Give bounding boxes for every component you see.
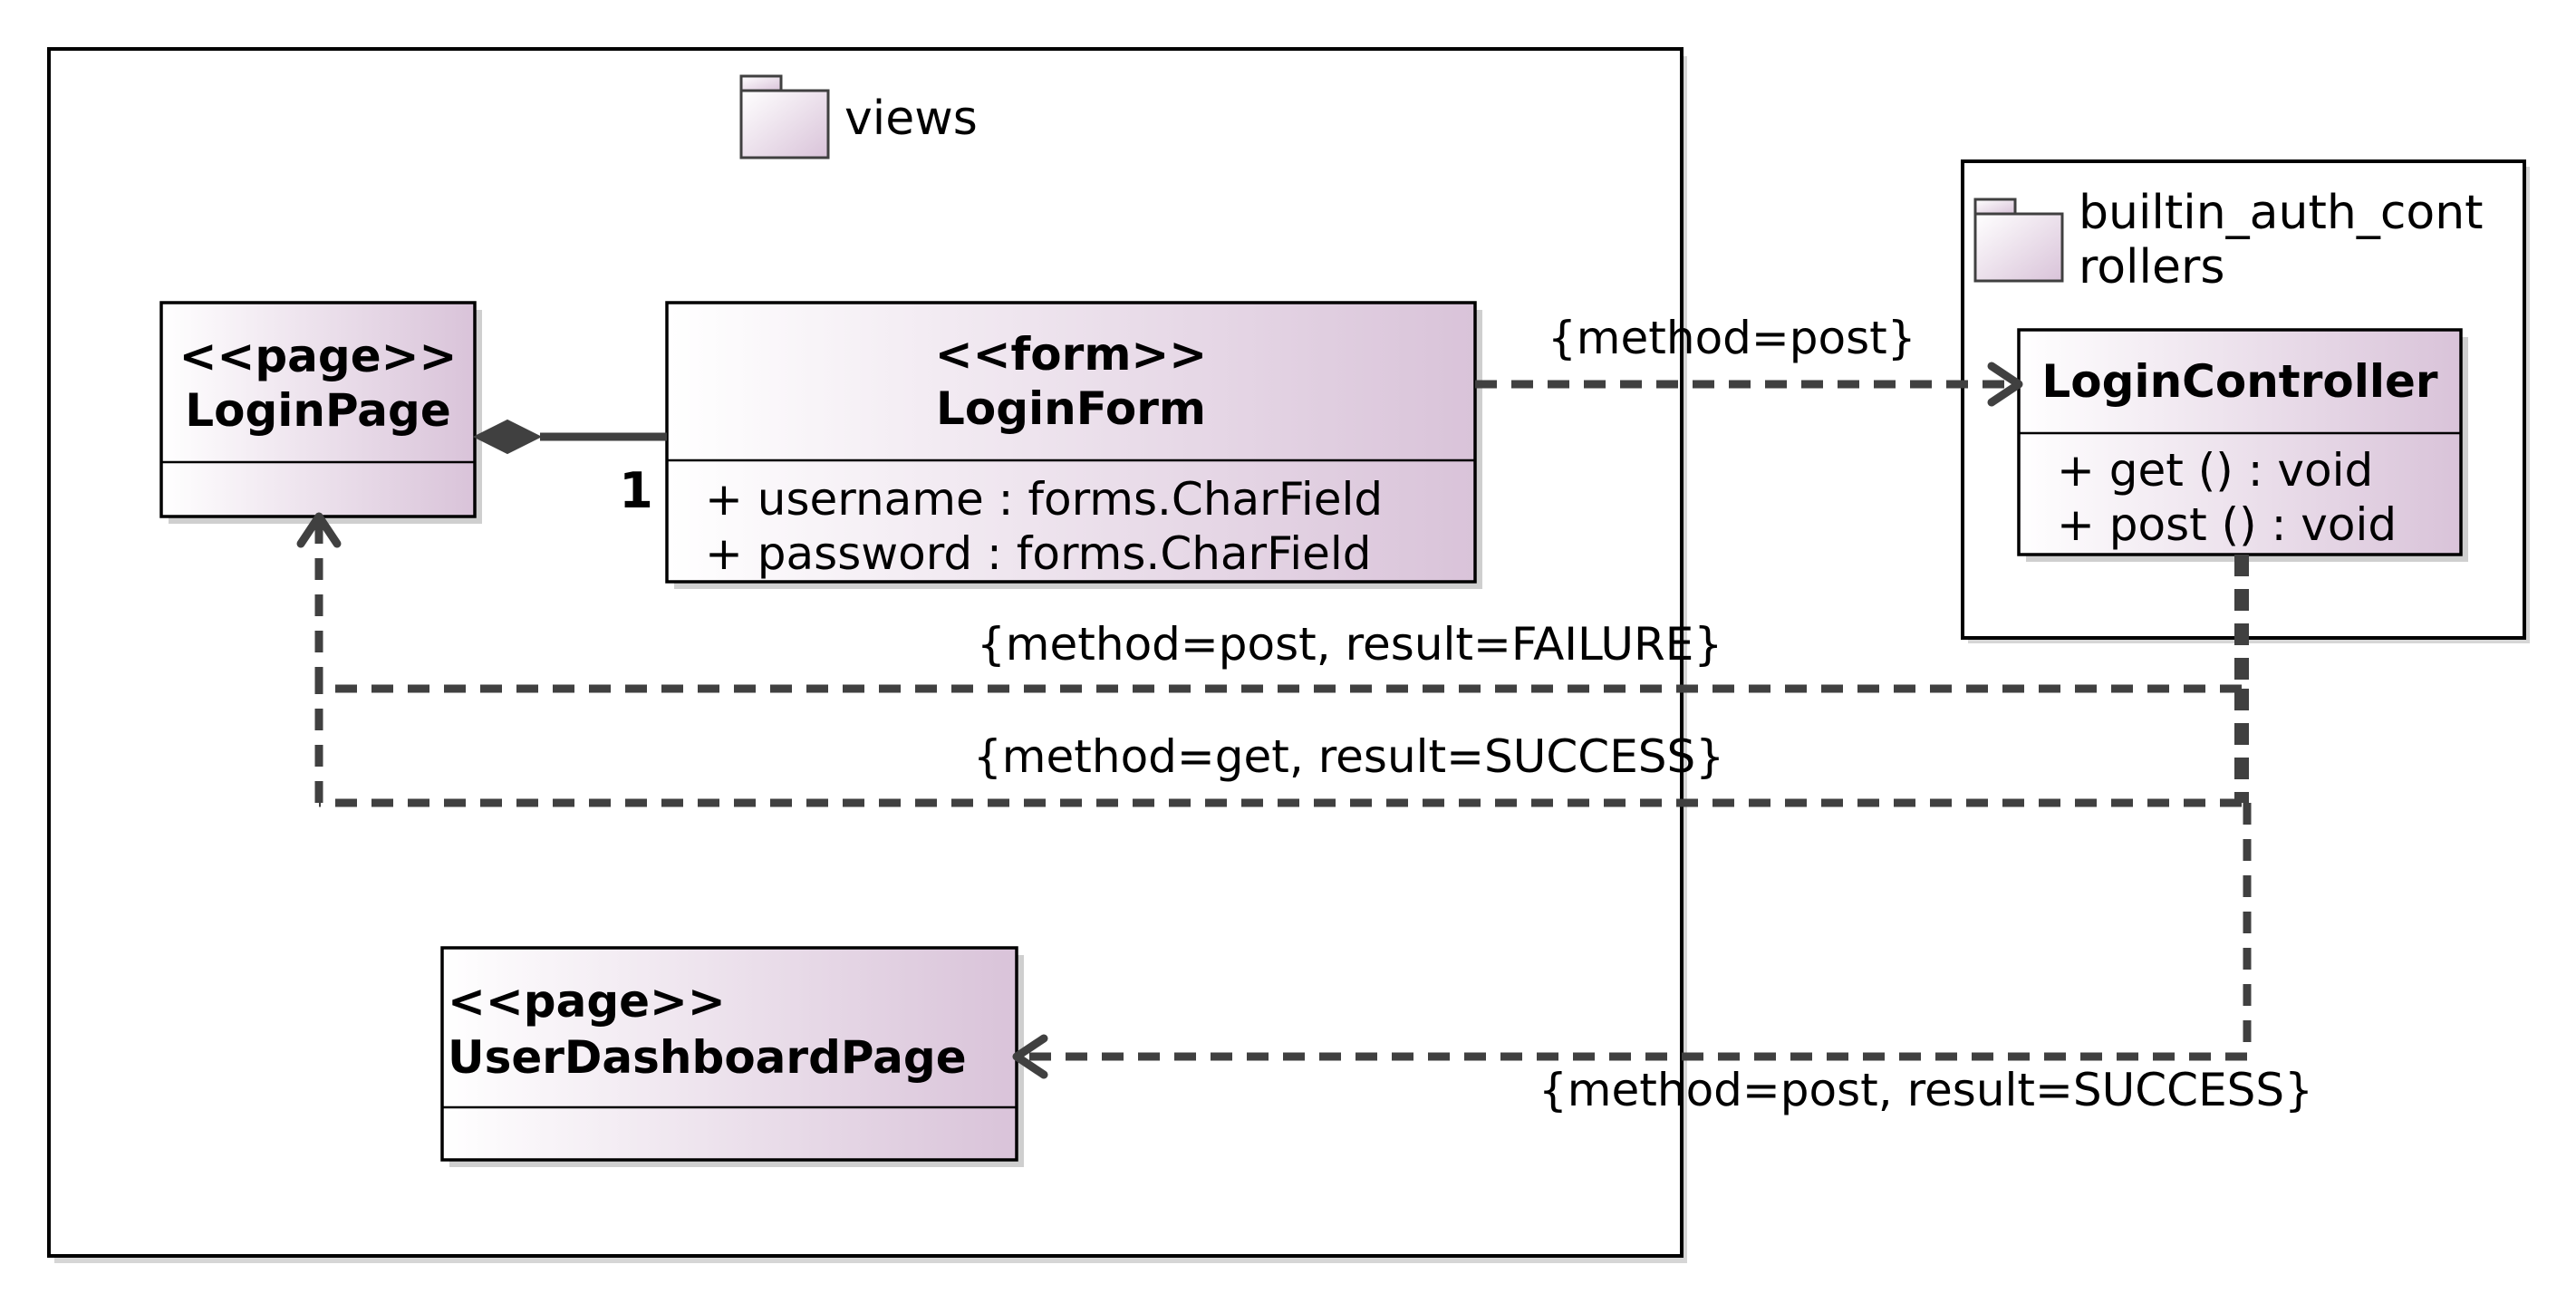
package-views: views bbox=[47, 47, 1687, 1263]
class-stereotype: <<page>> bbox=[179, 330, 458, 382]
composition-loginpage-loginform: 1 bbox=[472, 419, 667, 519]
class-name: LoginController bbox=[2041, 355, 2437, 408]
dependency-failure-to-login-page: {method=post, result=FAILURE} bbox=[296, 512, 2249, 693]
package-controllers-name-line2: rollers bbox=[2079, 240, 2224, 294]
class-operation: + get () : void bbox=[2057, 444, 2373, 497]
arrowhead-icon bbox=[1987, 362, 2023, 407]
class-name: UserDashboardPage bbox=[448, 1031, 967, 1084]
class-login-form[interactable]: <<form>> LoginForm + username : forms.Ch… bbox=[665, 301, 1482, 589]
dependency-post-success-to-dashboard: {method=post, result=SUCCESS} bbox=[1012, 803, 2313, 1116]
class-attribute: + username : forms.CharField bbox=[705, 473, 1383, 526]
class-login-controller[interactable]: LoginController + get () : void + post (… bbox=[2017, 328, 2468, 562]
package-folder-icon bbox=[1973, 198, 2064, 283]
arrowhead-icon bbox=[296, 512, 342, 548]
class-attribute: + password : forms.CharField bbox=[705, 527, 1372, 580]
dependency-label: {method=post, result=SUCCESS} bbox=[1539, 1064, 2313, 1116]
multiplicity-label: 1 bbox=[619, 462, 653, 519]
class-name: LoginForm bbox=[936, 382, 1206, 435]
dependency-label: {method=post} bbox=[1548, 312, 1916, 364]
class-stereotype: <<page>> bbox=[448, 975, 726, 1028]
dependency-label: {method=get, result=SUCCESS} bbox=[973, 730, 1724, 783]
class-name: LoginPage bbox=[185, 384, 450, 437]
class-user-dashboard-page[interactable]: <<page>> UserDashboardPage bbox=[440, 946, 1024, 1167]
composition-diamond-icon bbox=[472, 419, 543, 455]
class-operation: + post () : void bbox=[2057, 498, 2397, 551]
package-views-name: views bbox=[844, 92, 978, 146]
class-stereotype: <<form>> bbox=[935, 328, 1207, 381]
dependency-form-to-controller: {method=post} bbox=[1475, 312, 2023, 407]
arrowhead-icon bbox=[1012, 1034, 1048, 1079]
dependency-label: {method=post, result=FAILURE} bbox=[977, 618, 1722, 671]
class-login-page[interactable]: <<page>> LoginPage bbox=[159, 301, 482, 524]
package-controllers-name-line1: builtin_auth_cont bbox=[2079, 186, 2484, 240]
dependency-get-success-to-login-page: {method=get, result=SUCCESS} bbox=[314, 689, 2249, 807]
package-folder-icon bbox=[739, 74, 830, 159]
